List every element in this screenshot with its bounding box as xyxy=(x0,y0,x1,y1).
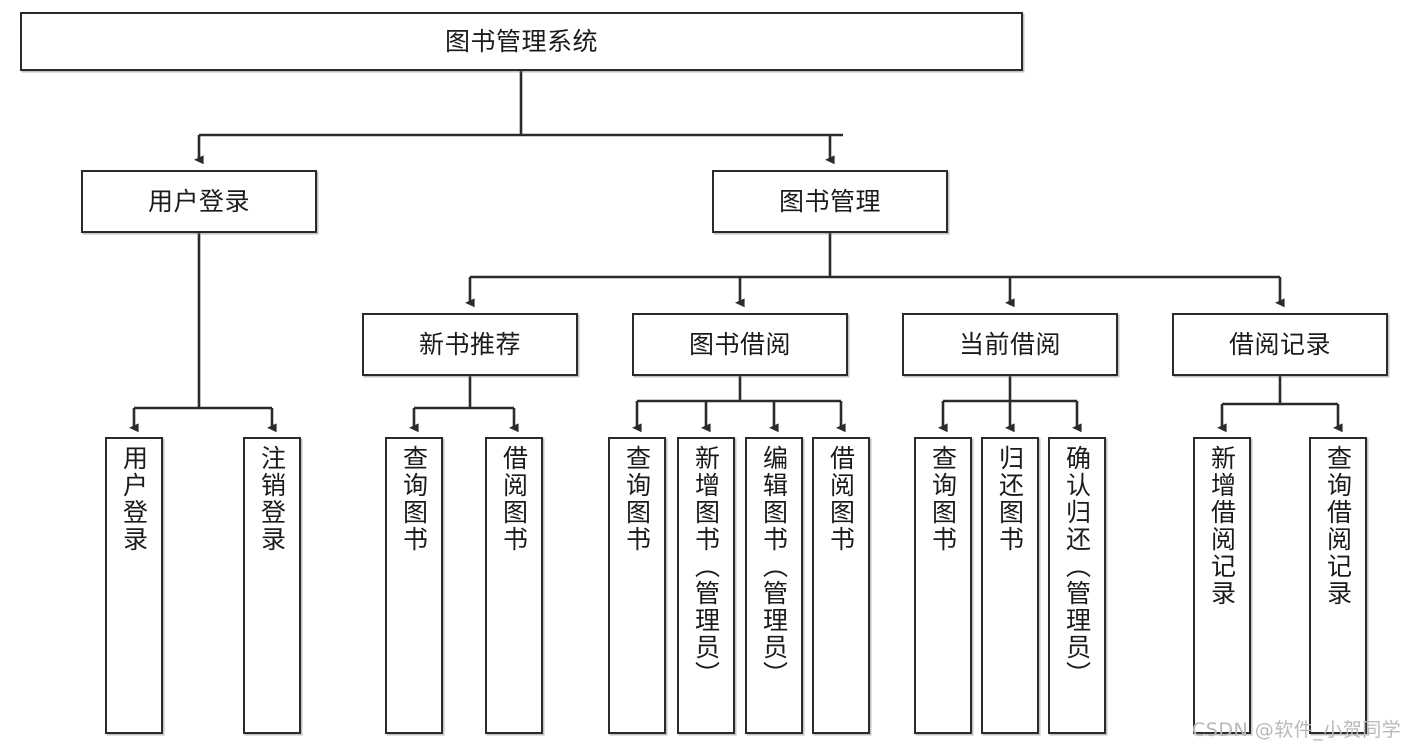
node-label: 新书推荐 xyxy=(418,329,521,359)
node-label: 查询图书 xyxy=(622,445,652,553)
node-label: 查询图书 xyxy=(399,445,429,553)
node-label: 注销登录 xyxy=(257,445,287,553)
leaf-borrow-record-query-record[interactable]: 查询借阅记录 xyxy=(1309,437,1367,734)
node-label: 确认归还（管理员） xyxy=(1062,445,1092,688)
node-label: 当前借阅 xyxy=(958,329,1061,359)
node-label: 新增借阅记录 xyxy=(1207,445,1237,607)
leaf-new-book-borrow-book[interactable]: 借阅图书 xyxy=(485,437,543,734)
node-label: 查询图书 xyxy=(928,445,958,553)
node-new-book-recommend[interactable]: 新书推荐 xyxy=(362,313,578,376)
node-label: 借阅记录 xyxy=(1228,329,1331,359)
leaf-user-login-login[interactable]: 用户登录 xyxy=(105,437,163,734)
node-book-borrow[interactable]: 图书借阅 xyxy=(632,313,848,376)
leaf-borrow-record-add-record[interactable]: 新增借阅记录 xyxy=(1193,437,1251,734)
node-book-management[interactable]: 图书管理 xyxy=(712,170,948,233)
leaf-user-login-logout[interactable]: 注销登录 xyxy=(243,437,301,734)
leaf-book-borrow-borrow-book[interactable]: 借阅图书 xyxy=(812,437,870,734)
node-label: 图书管理 xyxy=(778,186,881,216)
leaf-book-borrow-add-book-admin[interactable]: 新增图书（管理员） xyxy=(677,437,735,734)
node-label: 归还图书 xyxy=(995,445,1025,553)
node-label: 借阅图书 xyxy=(826,445,856,553)
leaf-new-book-query-book[interactable]: 查询图书 xyxy=(385,437,443,734)
leaf-book-borrow-edit-book-admin[interactable]: 编辑图书（管理员） xyxy=(745,437,803,734)
node-label: 借阅图书 xyxy=(499,445,529,553)
node-label: 新增图书（管理员） xyxy=(691,445,721,688)
leaf-current-borrow-query-book[interactable]: 查询图书 xyxy=(914,437,972,734)
node-root-book-management-system[interactable]: 图书管理系统 xyxy=(20,12,1023,71)
node-label: 图书借阅 xyxy=(688,329,791,359)
leaf-current-borrow-confirm-return-admin[interactable]: 确认归还（管理员） xyxy=(1048,437,1106,734)
node-user-login[interactable]: 用户登录 xyxy=(81,170,317,233)
node-current-borrow[interactable]: 当前借阅 xyxy=(902,313,1118,376)
node-label: 图书管理系统 xyxy=(444,26,598,56)
node-label: 用户登录 xyxy=(147,186,250,216)
node-label: 编辑图书（管理员） xyxy=(759,445,789,688)
node-label: 查询借阅记录 xyxy=(1323,445,1353,607)
leaf-current-borrow-return-book[interactable]: 归还图书 xyxy=(981,437,1039,734)
node-label: 用户登录 xyxy=(119,445,149,553)
leaf-book-borrow-query-book[interactable]: 查询图书 xyxy=(608,437,666,734)
node-borrow-record[interactable]: 借阅记录 xyxy=(1172,313,1388,376)
csdn-watermark: CSDN @软件_小贺同学 xyxy=(1192,719,1402,741)
